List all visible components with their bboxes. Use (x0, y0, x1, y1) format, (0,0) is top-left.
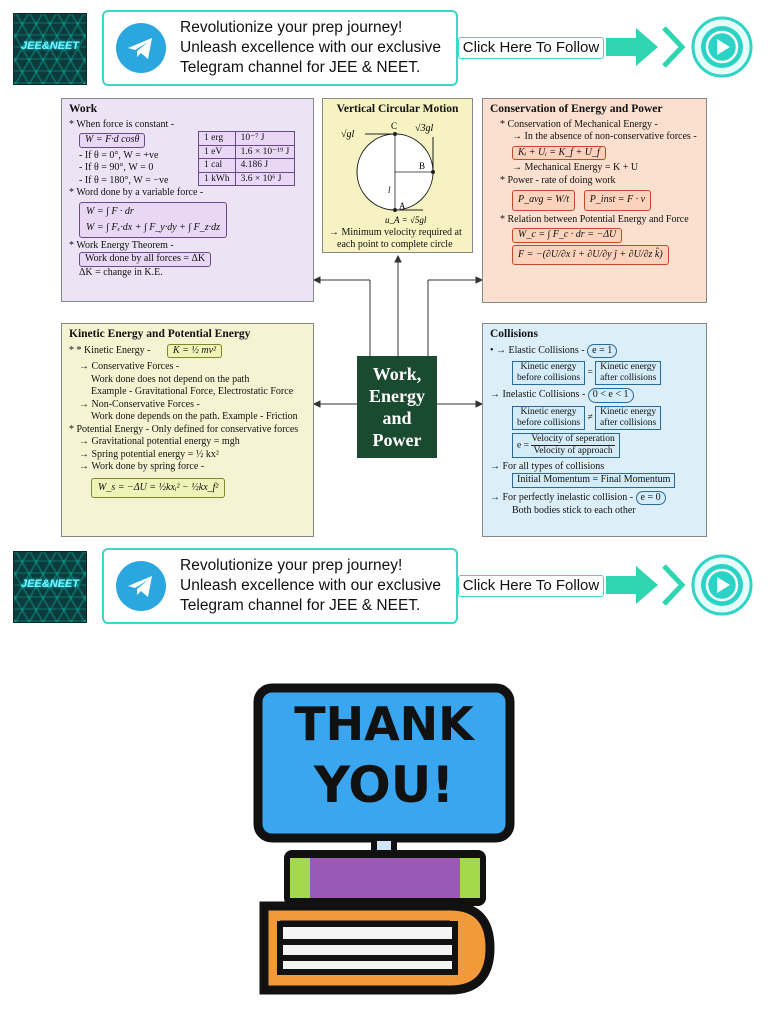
telegram-icon (116, 561, 166, 611)
svg-text:√gl: √gl (341, 129, 354, 140)
telegram-banner-top[interactable]: JEE&NEET Revolutionize your prep journey… (0, 10, 768, 90)
work-box: Work * When force is constant - W = F·d … (61, 98, 314, 302)
svg-text:A: A (399, 201, 406, 211)
work-formula: W = F·d cosθ (79, 133, 146, 148)
svg-text:l: l (388, 185, 391, 195)
svg-text:B: B (419, 161, 425, 171)
svg-text:u_A = √5gl: u_A = √5gl (385, 215, 427, 225)
telegram-banner-bottom[interactable]: JEE&NEET Revolutionize your prep journey… (0, 548, 768, 628)
collisions-box: Collisions • → Elastic Collisions - e = … (482, 323, 707, 537)
banner-text: Revolutionize your prep journey!Unleash … (180, 19, 442, 76)
svg-text:√3gl: √3gl (415, 123, 433, 134)
play-icon[interactable] (606, 554, 756, 616)
ke-pe-box: Kinetic Energy and Potential Energy * * … (61, 323, 314, 537)
vcm-box: Vertical Circular Motion √gl √3gl C B A … (322, 98, 473, 253)
banner-box: Revolutionize your prep journey!Unleash … (102, 548, 458, 624)
jee-neet-logo: JEE&NEET (13, 13, 87, 85)
banner-text: Revolutionize your prep journey!Unleash … (180, 557, 442, 614)
svg-text:YOU!: YOU! (313, 756, 454, 814)
jee-neet-logo: JEE&NEET (13, 551, 87, 623)
follow-button[interactable]: Click Here To Follow (458, 37, 604, 59)
conservation-box: Conservation of Energy and Power * Conse… (482, 98, 707, 303)
play-icon[interactable] (606, 16, 756, 78)
svg-text:THANK: THANK (294, 697, 476, 751)
follow-button[interactable]: Click Here To Follow (458, 575, 604, 597)
telegram-icon (116, 23, 166, 73)
svg-text:C: C (391, 121, 397, 131)
banner-box: Revolutionize your prep journey!Unleash … (102, 10, 458, 86)
connector-lines (312, 254, 484, 408)
thank-you-books-icon: THANK YOU! (253, 683, 515, 995)
circle-diagram: √gl √3gl C B A l u_A = √5gl (341, 121, 435, 225)
